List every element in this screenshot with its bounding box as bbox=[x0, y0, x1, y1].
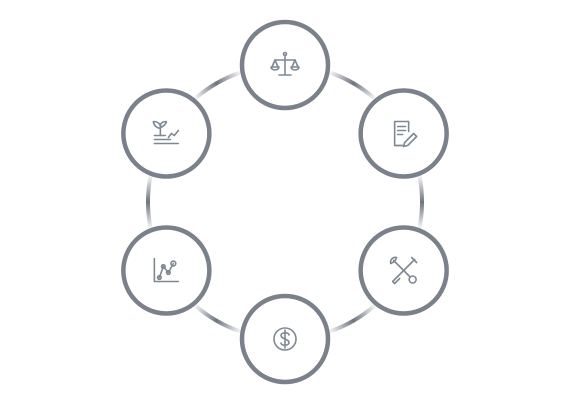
line-chart-icon bbox=[153, 257, 180, 283]
connector-top-to-upper-right bbox=[328, 70, 377, 101]
connectors-group bbox=[146, 70, 424, 334]
cycle-node-upper-left bbox=[121, 88, 212, 179]
plant-growth-icon bbox=[152, 120, 180, 145]
dollar-coin-icon bbox=[273, 327, 297, 351]
connector-lower-left-to-upper-left bbox=[146, 174, 153, 230]
connector-upper-right-to-lower-right bbox=[417, 174, 424, 230]
document-edit-icon bbox=[393, 120, 418, 148]
balance-scale-icon bbox=[270, 51, 300, 76]
connector-upper-left-to-top bbox=[193, 70, 242, 101]
connector-bottom-to-lower-left bbox=[193, 303, 242, 334]
tools-icon bbox=[389, 256, 418, 285]
node-ring bbox=[121, 88, 212, 179]
cycle-node-top bbox=[239, 19, 331, 111]
cycle-node-upper-right bbox=[358, 88, 449, 179]
connector-lower-right-to-bottom bbox=[328, 303, 377, 334]
cycle-node-lower-left bbox=[121, 225, 212, 316]
nodes-group bbox=[121, 19, 449, 385]
cycle-node-bottom bbox=[239, 293, 331, 385]
node-ring bbox=[358, 88, 449, 179]
cycle-node-lower-right bbox=[358, 225, 449, 316]
